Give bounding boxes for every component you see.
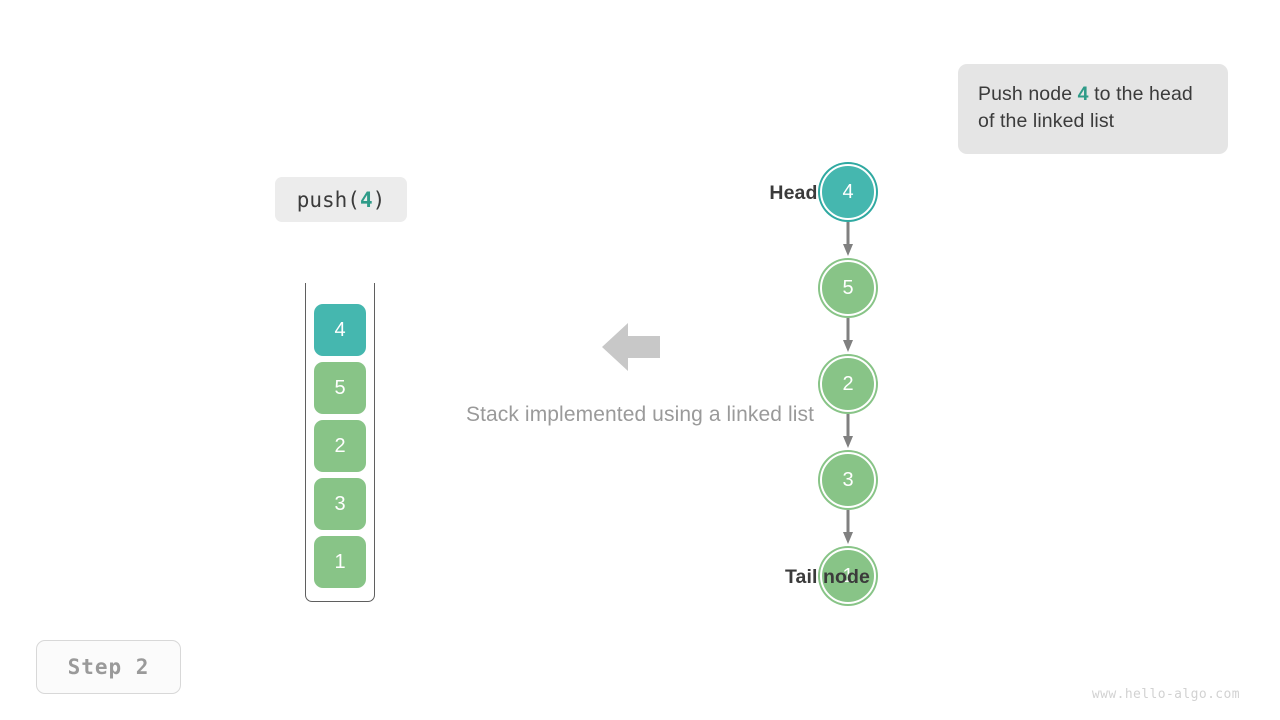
stack-cell: 4 xyxy=(314,304,366,356)
callout-push-description: Push node 4 to the head of the linked li… xyxy=(958,64,1228,154)
stack-cell: 5 xyxy=(314,362,366,414)
stack-container: 4 5 2 3 1 xyxy=(305,283,375,602)
operation-label-push: push(4) xyxy=(275,177,407,222)
linked-list-edge xyxy=(843,222,853,256)
stack-frame-outline xyxy=(305,283,375,602)
watermark: www.hello-algo.com xyxy=(1091,687,1240,702)
linked-list-node: 4 xyxy=(820,164,876,220)
stack-cell: 1 xyxy=(314,536,366,588)
linked-list-node: 2 xyxy=(820,356,876,412)
operation-suffix: ) xyxy=(372,187,386,212)
callout-text-suffix: to the head of the linked list xyxy=(978,83,1193,132)
stack-cell: 3 xyxy=(314,478,366,530)
linked-list-edge xyxy=(843,318,853,352)
tail-node-label: Tail node xyxy=(784,566,870,588)
step-badge: Step 2 xyxy=(36,640,181,694)
linked-list-node: 5 xyxy=(820,260,876,316)
linked-list-edge xyxy=(843,414,853,448)
arrow-left-icon xyxy=(602,318,660,376)
operation-argument: 4 xyxy=(359,187,373,212)
stack-cell: 2 xyxy=(314,420,366,472)
linked-list-node: 1 xyxy=(820,548,876,604)
stack-cell-list: 4 5 2 3 1 xyxy=(305,283,375,594)
linked-list-edge xyxy=(843,510,853,544)
operation-prefix: push( xyxy=(296,187,360,212)
callout-highlight-value: 4 xyxy=(1077,83,1089,105)
linked-list-node: 3 xyxy=(820,452,876,508)
diagram-caption: Stack implemented using a linked list xyxy=(465,403,815,426)
callout-text-prefix: Push node xyxy=(978,83,1078,105)
linked-list-diagram: Head node 4 5 2 3 1 Tail node xyxy=(760,160,960,620)
